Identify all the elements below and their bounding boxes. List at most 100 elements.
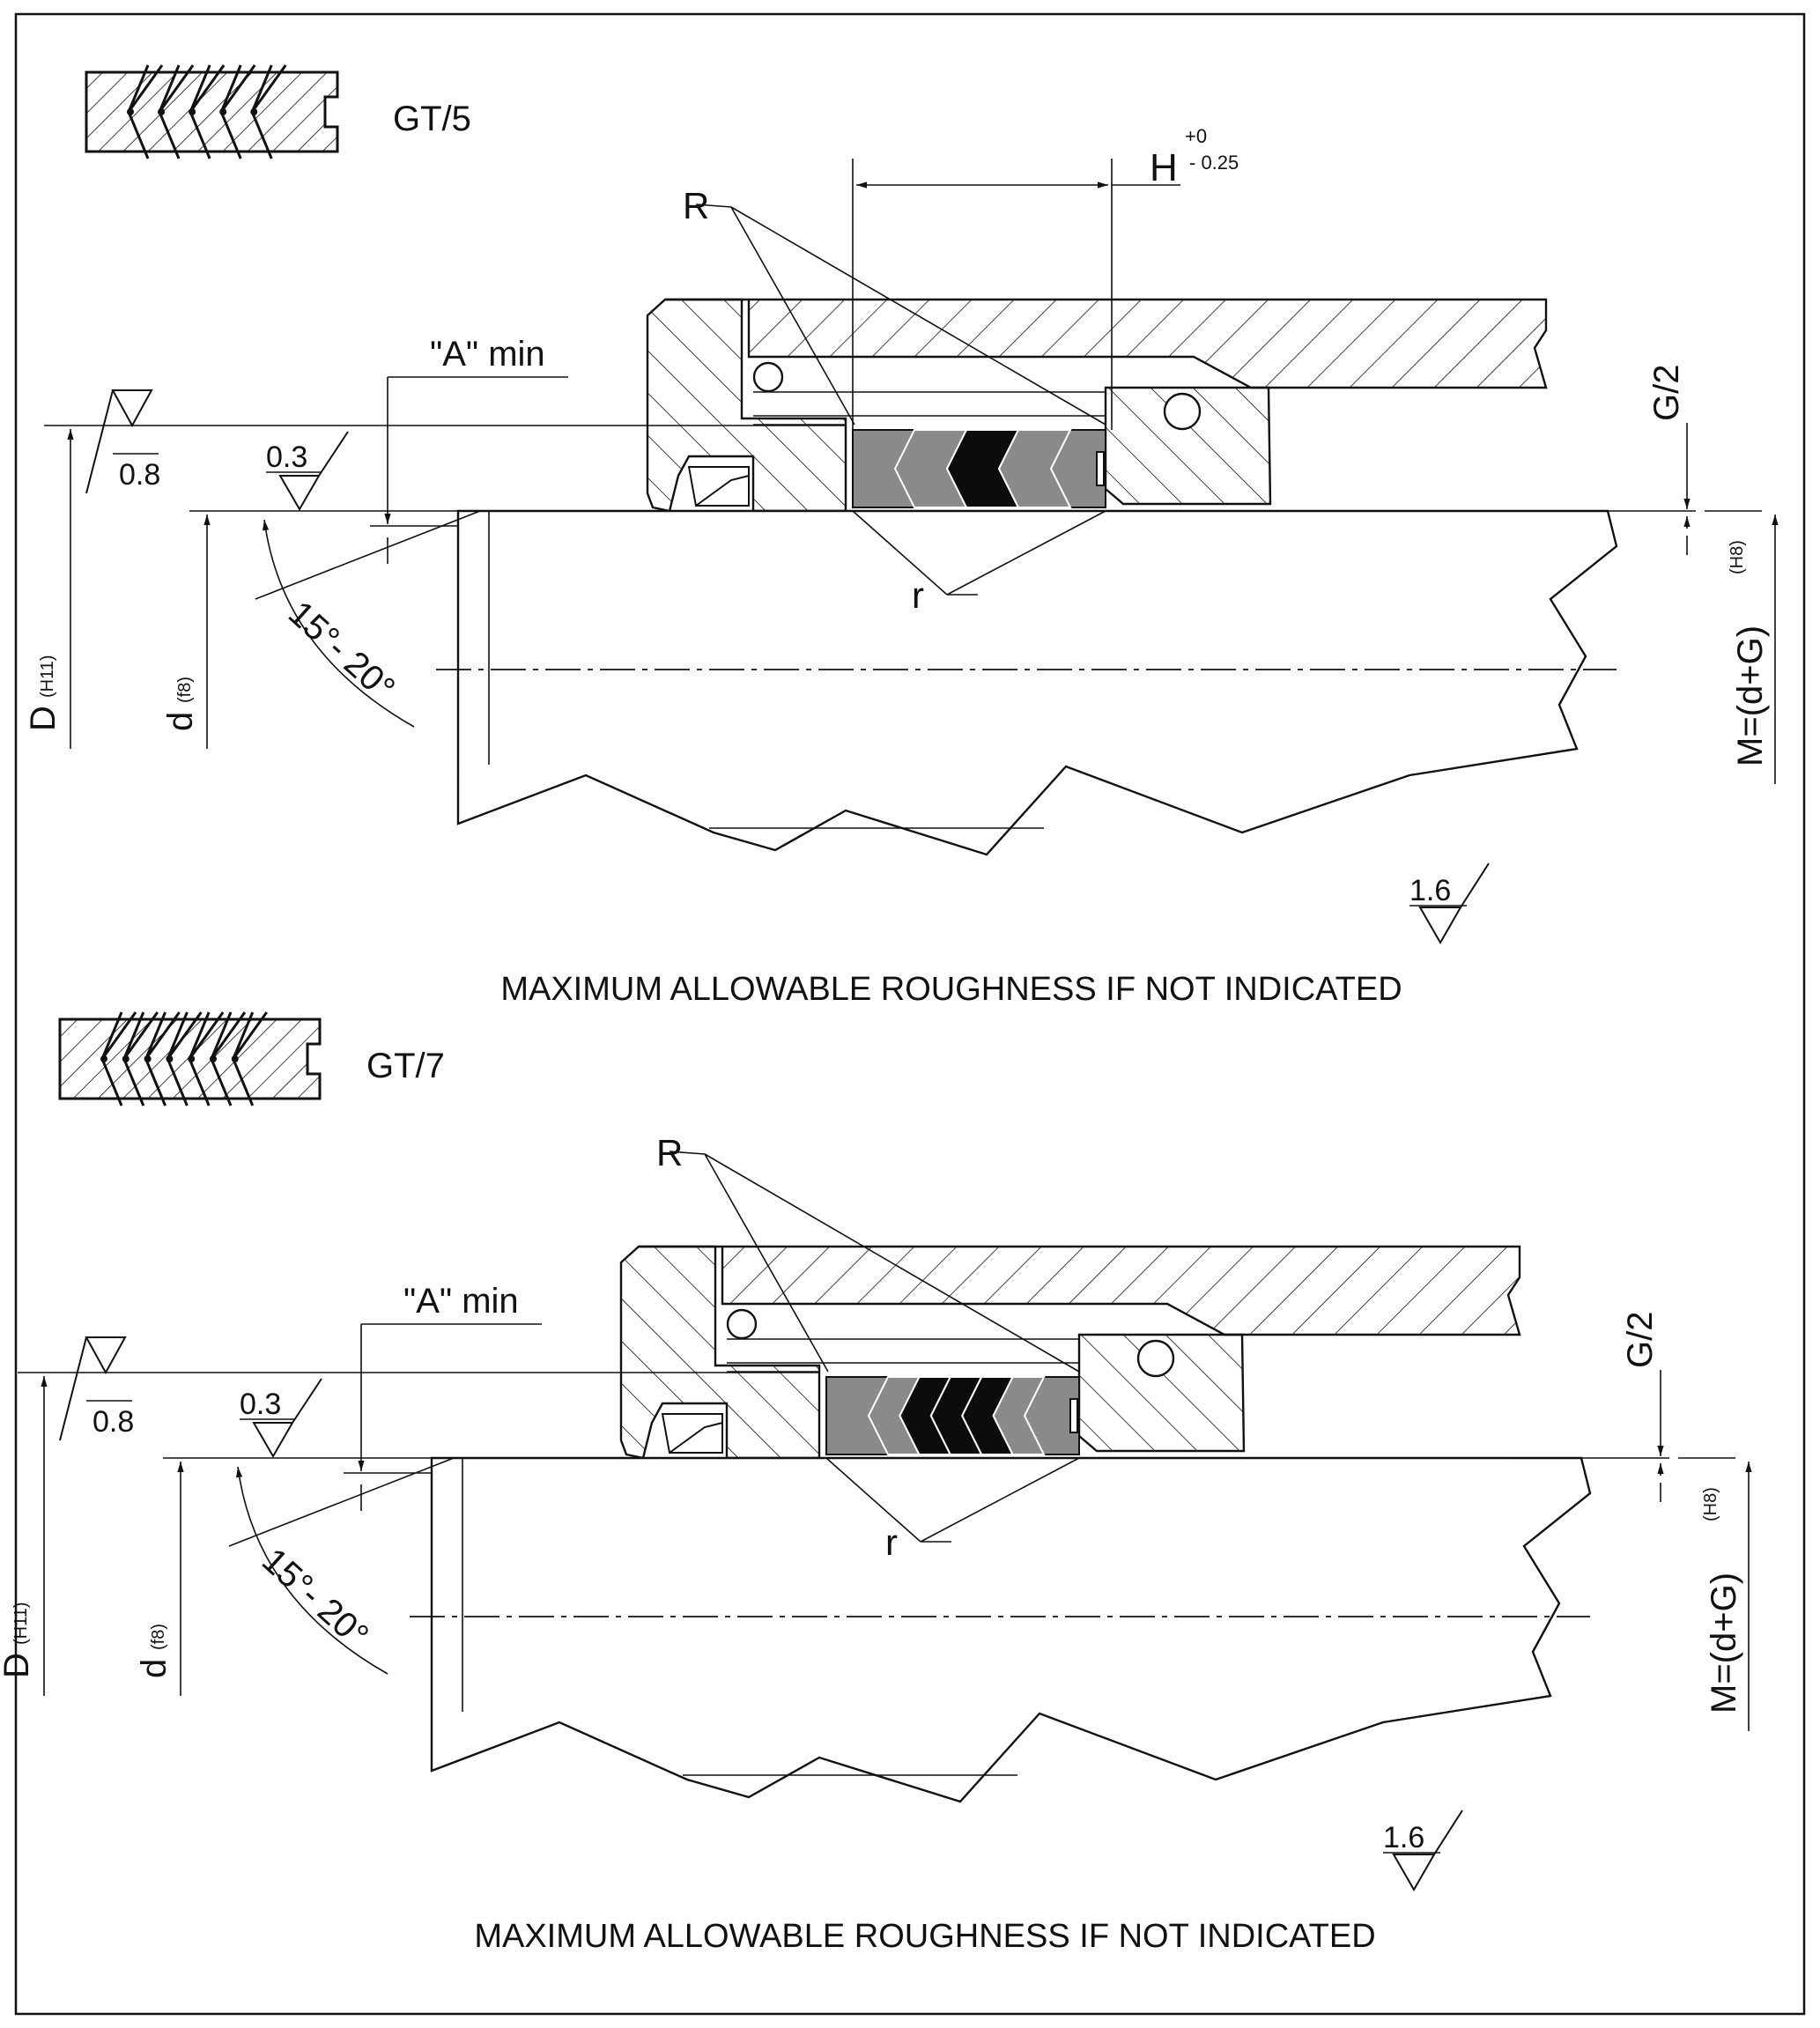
roughness-note: MAXIMUM ALLOWABLE ROUGHNESS IF NOT INDIC…	[500, 971, 1402, 1008]
D-label: D	[0, 1653, 36, 1678]
m-tol-label: (H8)	[1701, 1487, 1720, 1521]
roughness-value-16: 1.6	[1409, 874, 1451, 907]
g2-dim-label: G/2	[1647, 365, 1686, 421]
angle-label: 15°- 20°	[281, 594, 403, 708]
g2-dim-label: G/2	[1621, 1312, 1660, 1368]
seal-code-label: GT/7	[366, 1047, 445, 1085]
seal-icon-dot	[122, 1055, 129, 1062]
roughness-value-03: 0.3	[240, 1388, 281, 1421]
o-ring-right	[1163, 392, 1202, 431]
o-ring-left	[752, 361, 784, 393]
wiper-lip	[695, 475, 750, 507]
roughness-value-08: 0.8	[119, 458, 160, 492]
seal-icon-dot	[158, 108, 166, 115]
housing-flange	[646, 298, 847, 513]
D-label: D	[24, 706, 63, 731]
rod-body	[430, 1456, 1592, 1803]
d-dim-label: d (f8)	[135, 1624, 174, 1678]
seal-icon	[58, 1011, 322, 1107]
seal-icon-dot	[188, 1055, 196, 1062]
wiper-groove	[661, 1413, 723, 1454]
d-dim-label: d (f8)	[161, 677, 200, 731]
wiper-lip	[669, 1422, 723, 1454]
seal-icon-dot	[144, 1055, 152, 1062]
R-label: R	[683, 185, 709, 226]
roughness-16: 1.6	[1409, 862, 1490, 945]
v-ring	[992, 1376, 1046, 1455]
seal-icon-dot	[166, 1055, 174, 1062]
roughness-symbol-03	[252, 1378, 322, 1458]
R-leader	[669, 1151, 1080, 1373]
h-tol-upper: +0	[1185, 125, 1207, 147]
roughness-value-03: 0.3	[266, 440, 307, 474]
roughness-value-08: 0.8	[92, 1405, 134, 1439]
o-ring-left	[726, 1308, 758, 1340]
o-ring-right	[1136, 1339, 1175, 1378]
housing-flange	[619, 1245, 821, 1460]
seal-icon-dot	[250, 108, 258, 115]
wiper-groove	[687, 466, 750, 507]
seal-icon-dot	[219, 108, 227, 115]
R-label: R	[656, 1132, 683, 1173]
r-label: r	[885, 1521, 898, 1563]
seal-icon-dot	[127, 108, 134, 115]
D-tol-label: (H11)	[38, 655, 57, 698]
figure-gt7: GT/7Rr "A" min 0.8 0.3 1.6 15°- 20° D (H11) d (f8…	[0, 1011, 1752, 1955]
m-dim-label: M=(d+G) (H8)	[1701, 1487, 1743, 1713]
seal-icon-dot	[231, 1055, 239, 1062]
m-dim-label: M=(d+G) (H8)	[1728, 540, 1770, 766]
D-tol-label: (H11)	[11, 1602, 31, 1645]
angle-arc	[236, 1466, 388, 1675]
D-dim-label: D (H11)	[24, 655, 63, 731]
d-tol-label: (f8)	[175, 677, 195, 703]
rod-body	[456, 509, 1618, 856]
roughness-symbol-03	[278, 431, 349, 511]
roughness-03: 0.3	[240, 1378, 322, 1458]
roughness-symbol-16	[1392, 1810, 1463, 1892]
chamfer-line	[255, 510, 481, 600]
angle-arc	[263, 519, 415, 728]
g2-label: G/2	[1621, 1312, 1660, 1368]
roughness-03: 0.3	[266, 431, 349, 511]
h-tol-lower: - 0.25	[1189, 152, 1239, 174]
seal-icon-outline	[85, 70, 339, 153]
r-leader	[825, 1457, 1080, 1543]
angle-label: 15°- 20°	[255, 1541, 376, 1655]
m-tol-label: (H8)	[1728, 540, 1747, 574]
seal-notch	[1069, 1398, 1078, 1433]
roughness-symbol-08	[85, 389, 153, 494]
gland-ring	[1104, 386, 1272, 506]
roughness-value-16: 1.6	[1383, 1821, 1424, 1854]
roughness-symbol-16	[1418, 862, 1490, 945]
seal-code-label: GT/5	[393, 100, 471, 138]
d-label: d	[161, 712, 200, 731]
roughness-16: 1.6	[1383, 1810, 1463, 1892]
roughness-note: MAXIMUM ALLOWABLE ROUGHNESS IF NOT INDIC…	[474, 1918, 1375, 1955]
v-ring	[997, 429, 1072, 508]
a-min-label: "A" min	[430, 335, 545, 374]
d-tol-label: (f8)	[149, 1624, 168, 1650]
D-dim-label: D (H11)	[0, 1602, 36, 1678]
m-label: M=(d+G)	[1731, 625, 1770, 766]
R-leader	[695, 204, 1106, 426]
seal-icon-dot	[209, 1055, 217, 1062]
a-min-label: "A" min	[403, 1282, 519, 1321]
seal-notch	[1096, 451, 1105, 486]
d-label: d	[135, 1659, 174, 1678]
chamfer-line	[228, 1457, 455, 1547]
r-label: r	[912, 574, 924, 616]
roughness-symbol-08	[59, 1336, 127, 1441]
roughness-08: 0.8	[59, 1336, 134, 1441]
housing-body	[665, 298, 1548, 389]
g2-label: G/2	[1647, 365, 1686, 421]
page-border	[14, 12, 1806, 2016]
housing-body	[639, 1245, 1521, 1336]
h-label: H	[1150, 146, 1178, 189]
seal-icon-dot	[189, 108, 196, 115]
roughness-08: 0.8	[85, 389, 160, 494]
gland-ring	[1077, 1333, 1246, 1453]
m-label: M=(d+G)	[1705, 1573, 1743, 1713]
seal-icon	[85, 64, 339, 159]
